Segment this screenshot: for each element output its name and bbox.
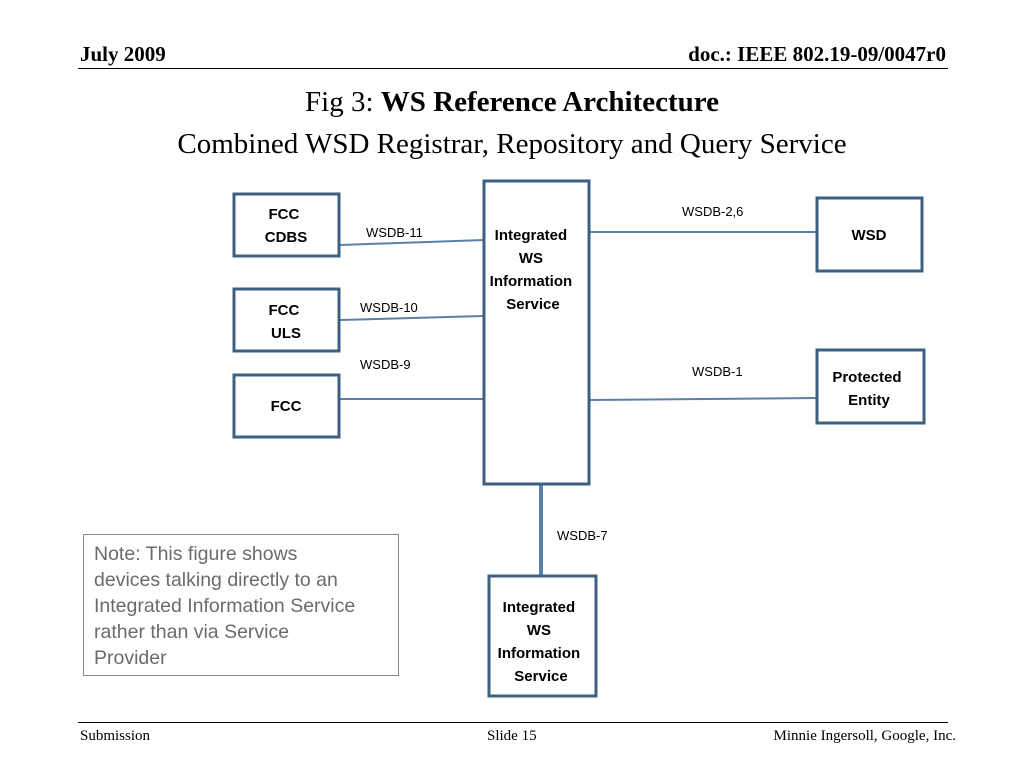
slide-subtitle: Combined WSD Registrar, Repository and Q… [177,128,847,160]
note-line: devices talking directly to an [94,569,338,591]
link-label-wsdb26: WSDB-2,6 [682,204,743,219]
note-line: rather than via Service [94,621,290,643]
header-rule [78,68,948,69]
title-prefix: Fig 3: [305,86,381,118]
node-fcc-uls [232,287,341,353]
footer-slide-number: Slide 15 [487,728,537,744]
header-doc-id: doc.: IEEE 802.19-09/0047r0 [688,42,946,66]
footer-author: Minnie Ingersoll, Google, Inc. [773,728,956,744]
node-integrated-main [482,179,591,486]
node-label: Integrated WS Information Service [498,599,585,685]
footer-submission: Submission [80,728,151,744]
node-label: FCC [271,398,302,415]
node-label: FCC CDBS [265,206,308,246]
link-label-wsdb1: WSDB-1 [692,364,743,379]
node-label: FCC ULS [269,302,304,342]
note-line: Integrated Information Service [94,595,356,617]
node-label: Protected Entity [832,369,905,409]
link-label-wsdb10: WSDB-10 [360,300,418,315]
title-bold: WS Reference Architecture [380,86,719,118]
link-label-wsdb11: WSDB-11 [366,225,423,240]
link-label-wsdb9: WSDB-9 [360,357,411,372]
header-date: July 2009 [80,42,166,66]
footer-rule [78,722,948,723]
node-fcc [232,373,341,439]
node-label: Integrated WS Information Service [490,227,577,313]
slide-title: Fig 3: WS Reference Architecture [0,86,1024,119]
link-label-wsdb7: WSDB-7 [557,528,608,543]
note-line: Note: This figure shows [94,543,298,565]
connector-wsdb1 [588,397,818,401]
note-line: Provider [94,647,167,669]
node-integrated-bottom [487,574,598,698]
node-protected-entity [815,348,926,425]
note-box: Note: This figure shows devices talking … [83,534,399,676]
connector-wsdb11 [339,239,485,246]
node-label: WSD [852,227,887,244]
node-fcc-cdbs [232,192,341,258]
node-wsd [815,196,924,273]
connector-wsdb10 [339,315,485,321]
